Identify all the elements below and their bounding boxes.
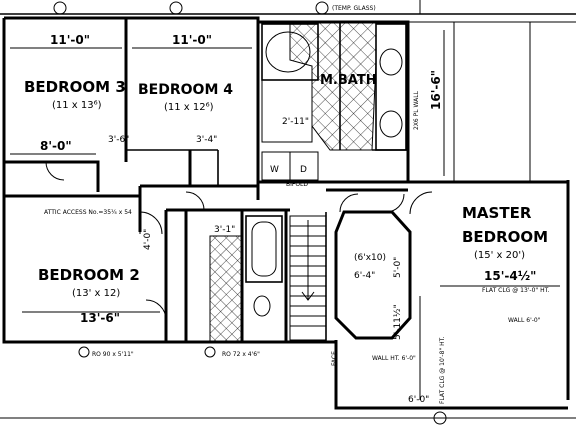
master-name-1: MASTER: [462, 204, 532, 222]
bedroom2-bottom-dim: 13'-6": [80, 311, 120, 325]
master-side-dim: 16'-6": [429, 70, 443, 110]
bottom-markers: [0, 346, 576, 425]
master-name-2: BEDROOM: [462, 228, 548, 246]
window-note-1: RO 90 x 5'11": [92, 351, 134, 358]
bifold-note: BIFOLD: [286, 181, 308, 188]
dimension-lines: [10, 30, 560, 400]
dim-4-0: 4'-0": [143, 229, 153, 250]
bedroom3-top-dim: 11'-0": [50, 33, 90, 47]
top-border: [0, 0, 576, 15]
dim-5-0: 5'-0": [393, 257, 403, 278]
mbath-tile: [261, 21, 407, 151]
temp-glass-note: (TEMP. GLASS): [332, 5, 376, 12]
bedroom4-top-dim: 11'-0": [172, 33, 212, 47]
svg-text:D: D: [300, 165, 307, 175]
bedroom2-name: BEDROOM 2: [38, 266, 140, 284]
bedroom3-size: (11 x 13⁶): [52, 100, 102, 111]
dim-2-11: 2'-11": [282, 117, 309, 127]
hall-bath-tub: [245, 215, 283, 317]
bedroom4-size: (11 x 12⁶): [164, 102, 214, 113]
dim-3-1: 3'-1": [214, 225, 235, 235]
wall-height-note-2: WALL 6'-0": [508, 317, 541, 324]
svg-text:W: W: [270, 165, 279, 175]
staircase: [289, 215, 327, 341]
flat-ceiling-note-2: FLAT CLG @ 10'-8" HT.: [439, 336, 446, 404]
bedroom3-closet-dim: 8'-0": [40, 139, 72, 153]
door-swings: [45, 161, 433, 321]
master-width-dim: 15'-4½": [484, 269, 536, 283]
plate-wall-note: 2X6 PL WALL: [413, 90, 420, 130]
bedroom2-size: (13' x 12): [72, 288, 120, 299]
attic-access-note: ATTIC ACCESS No.=35¼ x 54: [44, 209, 132, 216]
hall-bath-tile: [209, 235, 243, 343]
dim-3-4: 3'-4": [196, 135, 217, 145]
laundry: W D: [261, 151, 319, 181]
dim-6-10: (6'x10): [354, 253, 386, 263]
master-size: (15' x 20'): [474, 250, 525, 261]
bedroom3-name: BEDROOM 3: [24, 78, 126, 96]
mbath-name: M.BATH: [320, 73, 377, 88]
dim-5-11: 5'-11½": [393, 304, 403, 340]
face-note: FACE: [331, 351, 338, 366]
bedroom4-name: BEDROOM 4: [138, 82, 233, 98]
dim-6-4: 6'-4": [354, 271, 375, 281]
flat-ceiling-note: FLAT CLG @ 13'-0" HT.: [482, 287, 550, 294]
dim-3-6: 3'-6": [108, 135, 129, 145]
window-note-2: RO 72 x 4'6": [222, 351, 260, 358]
dim-6-0: 6'-0": [408, 395, 429, 405]
wall-height-note-1: WALL HT. 6'-0": [372, 355, 416, 362]
